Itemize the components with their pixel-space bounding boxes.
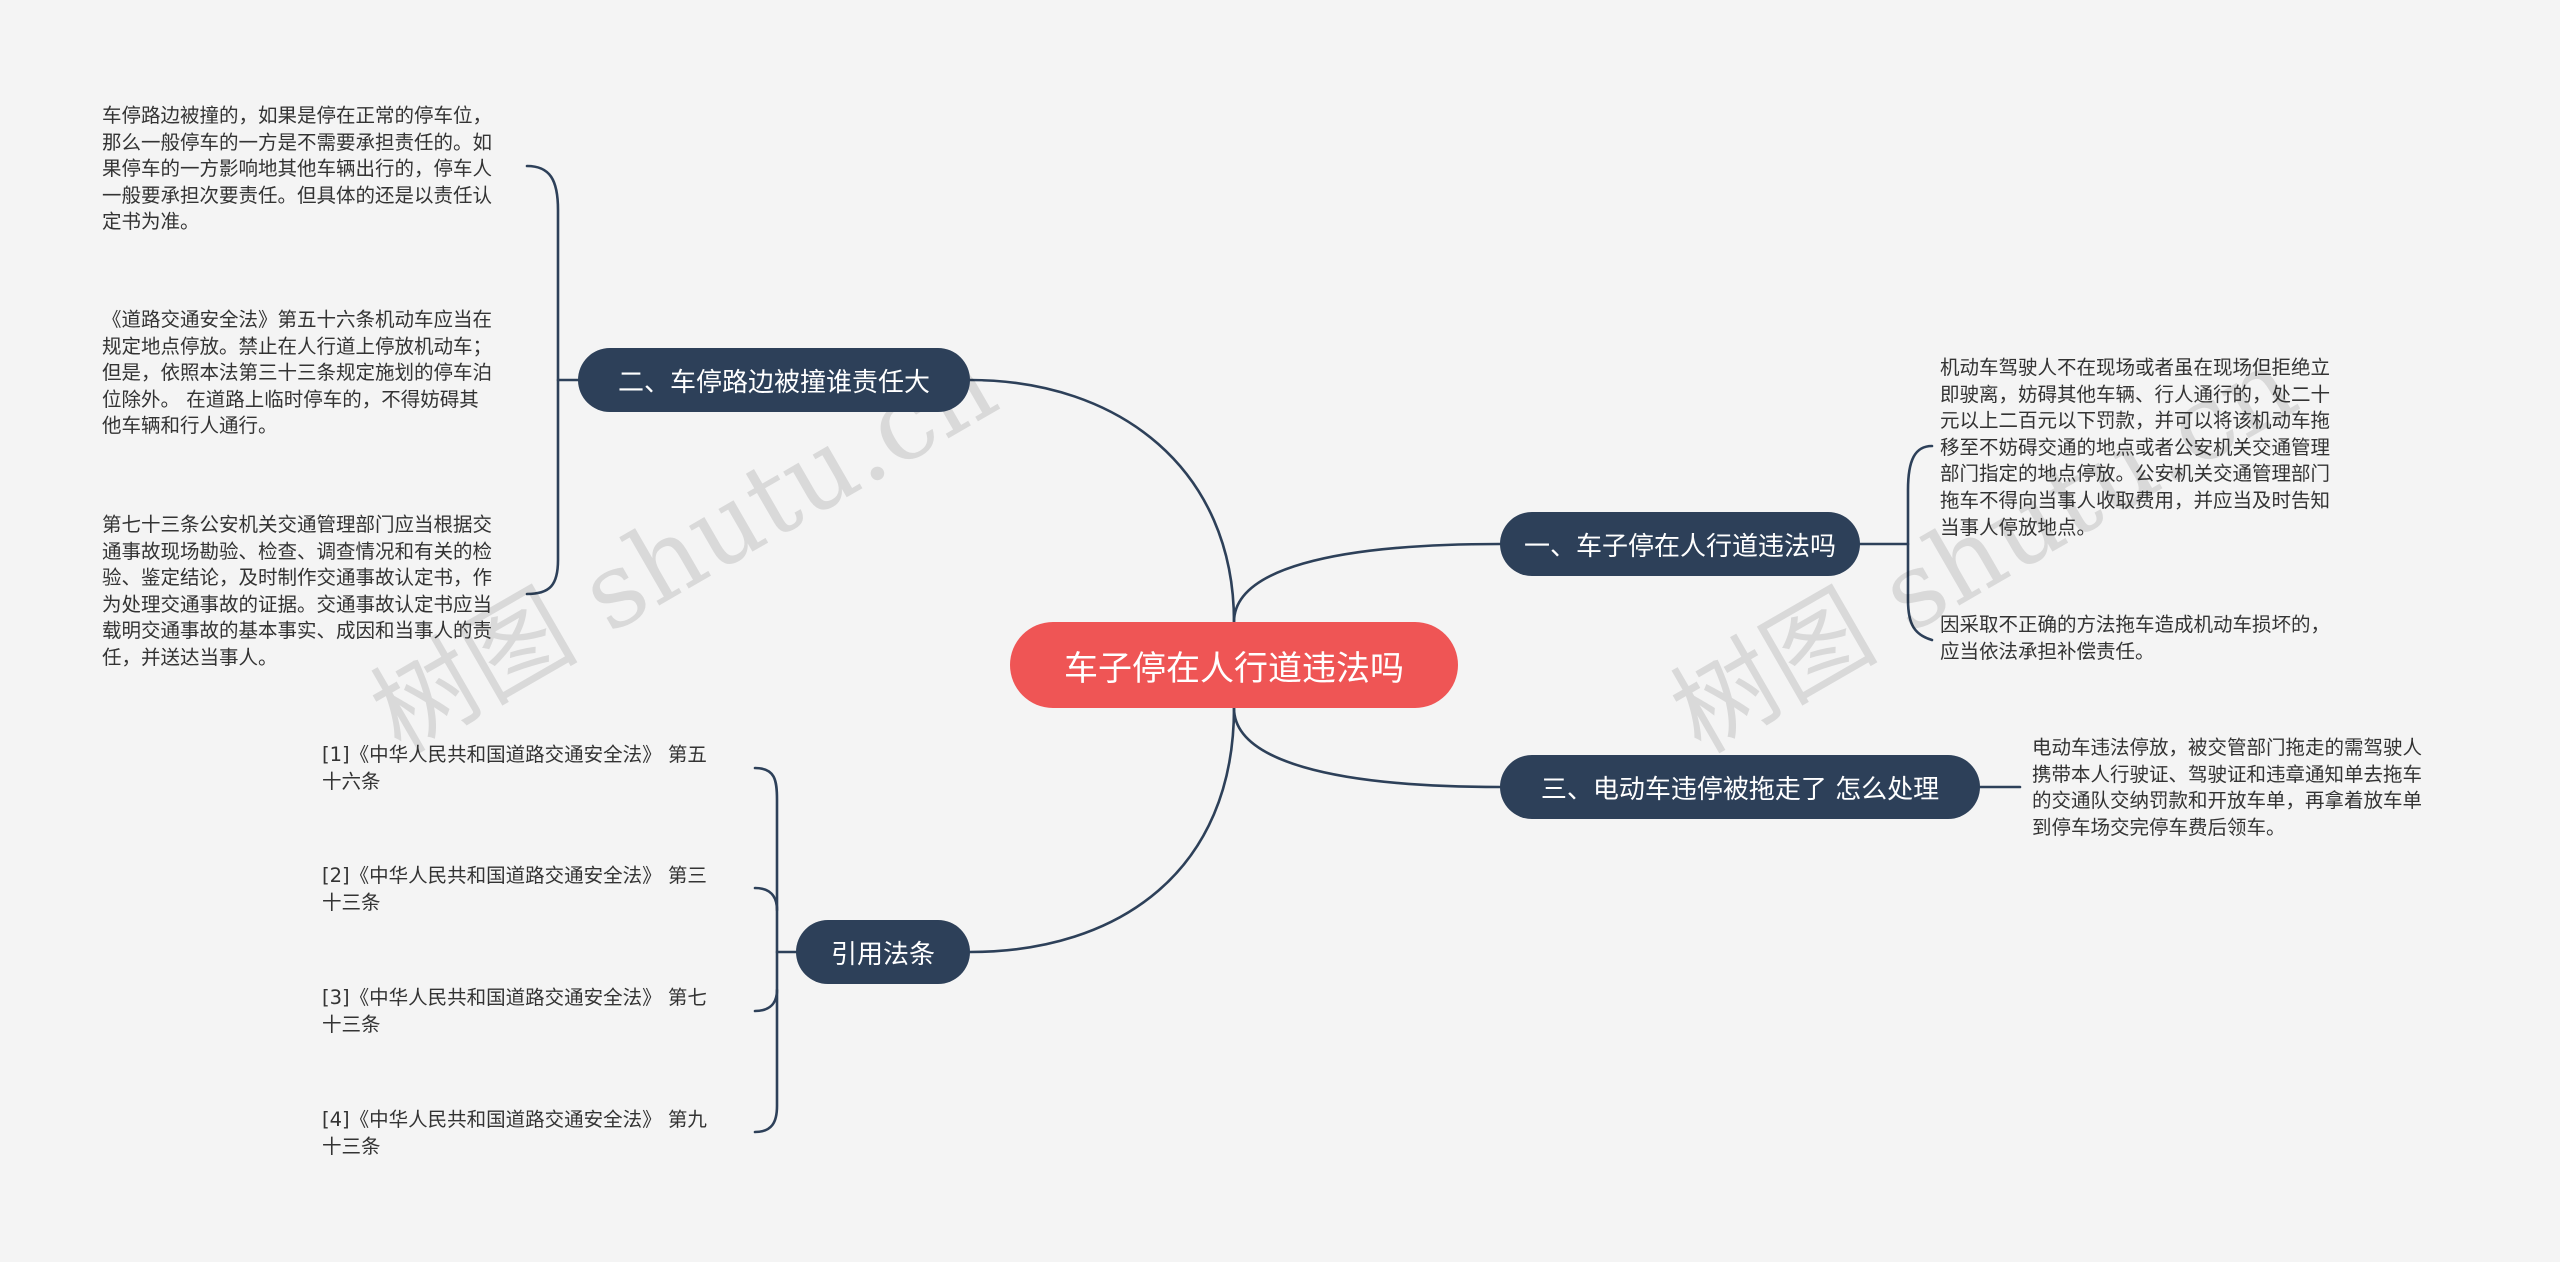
branch-node-b1[interactable]: 一、车子停在人行道违法吗 (1500, 512, 1860, 576)
link-root-b2 (968, 378, 1236, 624)
reference-item: [3]《中华人民共和国道路交通安全法》 第七 十三条 (322, 986, 707, 1036)
leaf-text: 《道路交通安全法》第五十六条机动车应当在 规定地点停放。禁止在人行道上停放机动车… (102, 308, 493, 438)
link-root-b3 (1232, 706, 1502, 789)
branch-node-b3[interactable]: 三、电动车违停被拖走了 怎么处理 (1500, 755, 1980, 819)
leaf-text: 机动车驾驶人不在现场或者虽在现场但拒绝立 即驶离，妨碍其他车辆、行人通行的，处二… (1940, 356, 2331, 539)
reference-item: [2]《中华人民共和国道路交通安全法》 第三 十三条 (322, 864, 707, 914)
bracket-b1 (1906, 444, 1934, 642)
link-root-b4 (968, 706, 1236, 954)
leaf-text: 因采取不正确的方法拖车造成机动车损坏的， 应当依法承担补偿责任。 (1940, 613, 2331, 663)
bracket-b2 (525, 164, 560, 596)
root-node[interactable]: 车子停在人行道违法吗 (1010, 622, 1458, 708)
bracket-b4-mid2 (753, 988, 779, 1013)
reference-item: [4]《中华人民共和国道路交通安全法》 第九 十三条 (322, 1108, 707, 1158)
branch-node-b4[interactable]: 引用法条 (796, 920, 970, 984)
bracket-b4 (753, 766, 779, 1134)
branch-node-b2[interactable]: 二、车停路边被撞谁责任大 (578, 348, 970, 412)
leaf-text: 车停路边被撞的，如果是停在正常的停车位， 那么一般停车的一方是不需要承担责任的。… (102, 104, 493, 234)
link-root-b1 (1232, 542, 1502, 624)
leaf-text: 第七十三条公安机关交通管理部门应当根据交 通事故现场勘验、检查、调查情况和有关的… (102, 513, 493, 669)
bracket-b4-mid1 (753, 886, 779, 912)
leaf-text: 电动车违法停放，被交管部门拖走的需驾驶人 携带本人行驶证、驾驶证和违章通知单去拖… (2032, 736, 2423, 839)
reference-item: [1]《中华人民共和国道路交通安全法》 第五 十六条 (322, 743, 707, 793)
